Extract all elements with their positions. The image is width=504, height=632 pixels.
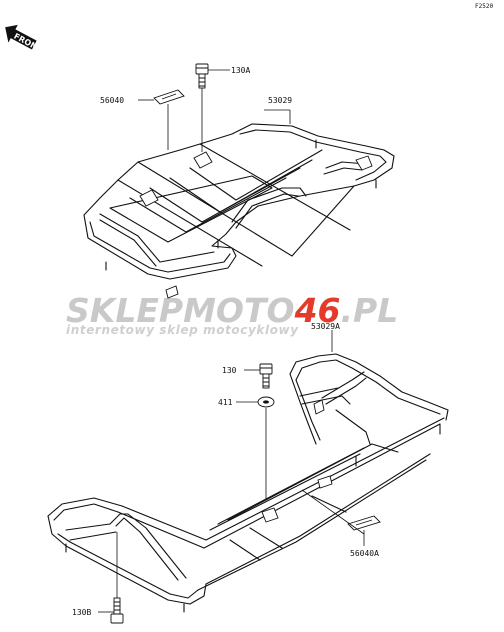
- bolt-130a-drawing: [195, 63, 209, 89]
- front-carrier-drawing: [83, 123, 395, 299]
- rear-carrier-drawing: [47, 353, 449, 613]
- label-plate-56040-drawing: [153, 89, 185, 105]
- label-bolt-130a: 130A: [231, 66, 250, 75]
- figure-code: F2520: [475, 3, 493, 10]
- watermark-brand: SKLEPMOTO: [66, 291, 295, 330]
- watermark-number: 46: [294, 291, 341, 330]
- label-plate-56040: 56040: [100, 96, 124, 105]
- label-bolt-130: 130: [222, 366, 237, 375]
- washer-411-drawing: [257, 396, 275, 408]
- watermark-domain: .PL: [341, 291, 399, 330]
- label-bolt-130b: 130B: [72, 608, 91, 617]
- label-rear-carrier-53029a: 53029A: [311, 322, 340, 331]
- bolt-130-drawing: [259, 363, 273, 389]
- svg-text:SKLEPMOTO46.PL: SKLEPMOTO46.PL: [66, 291, 398, 330]
- front-label: FRONT: [12, 32, 44, 55]
- label-plate-56040a: 56040A: [350, 549, 379, 558]
- label-washer-411: 411: [218, 398, 233, 407]
- front-arrow-icon: FRONT: [5, 24, 44, 55]
- watermark: SKLEPMOTO46.PL internetowy sklep motocyk…: [66, 291, 398, 337]
- label-plate-56040a-drawing: [347, 515, 381, 531]
- watermark-tagline: internetowy sklep motocyklowy: [66, 323, 299, 337]
- label-front-carrier-53029: 53029: [268, 96, 292, 105]
- bolt-130b-drawing: [110, 597, 124, 624]
